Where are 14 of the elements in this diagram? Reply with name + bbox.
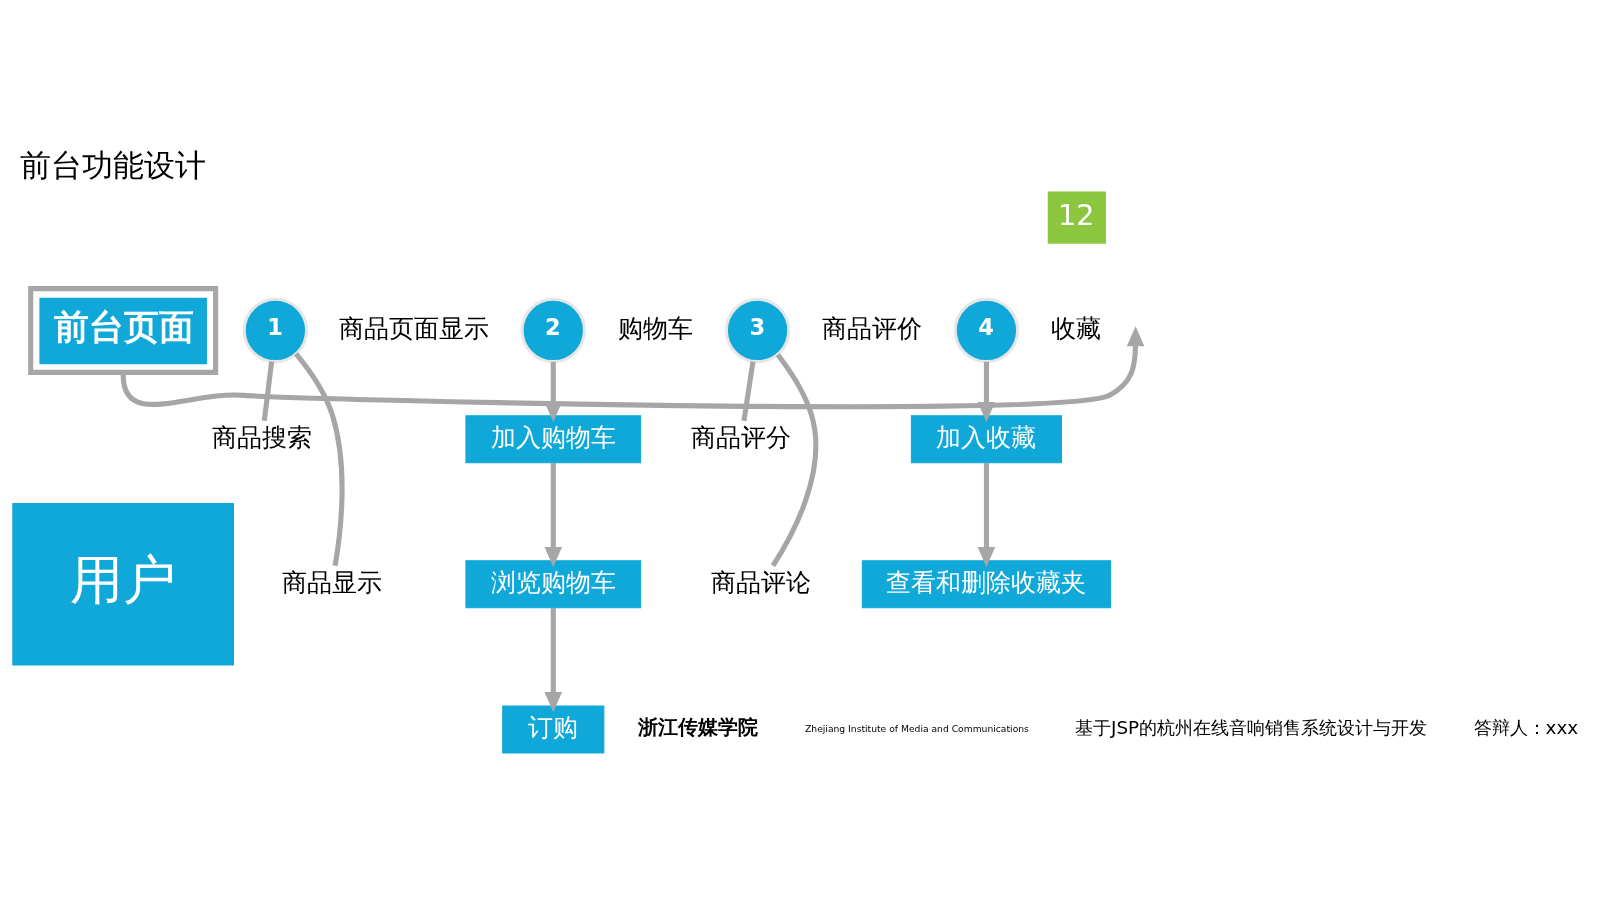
node-text: 商品评论 [710, 567, 811, 597]
node-text: 商品显示 [281, 567, 382, 597]
node-text: 商品评分 [691, 422, 792, 452]
label: 浙江传媒学院 [638, 714, 759, 739]
label: Zhejiang Institute of Media and Communications [805, 722, 1029, 734]
label: 12 [1057, 197, 1095, 232]
node-label: 购物车 [617, 313, 693, 343]
label: 答辩人：xxx [1473, 716, 1579, 738]
node-text: 商品搜索 [212, 422, 313, 452]
diagram-title: 前台功能设计 [20, 147, 207, 183]
node-label: 收藏 [1051, 313, 1102, 343]
node-label: 商品评价 [822, 313, 923, 343]
label: 基于JSP的杭州在线音响销售系统设计与开发 [1074, 716, 1428, 738]
node-label: 商品页面显示 [339, 313, 490, 343]
